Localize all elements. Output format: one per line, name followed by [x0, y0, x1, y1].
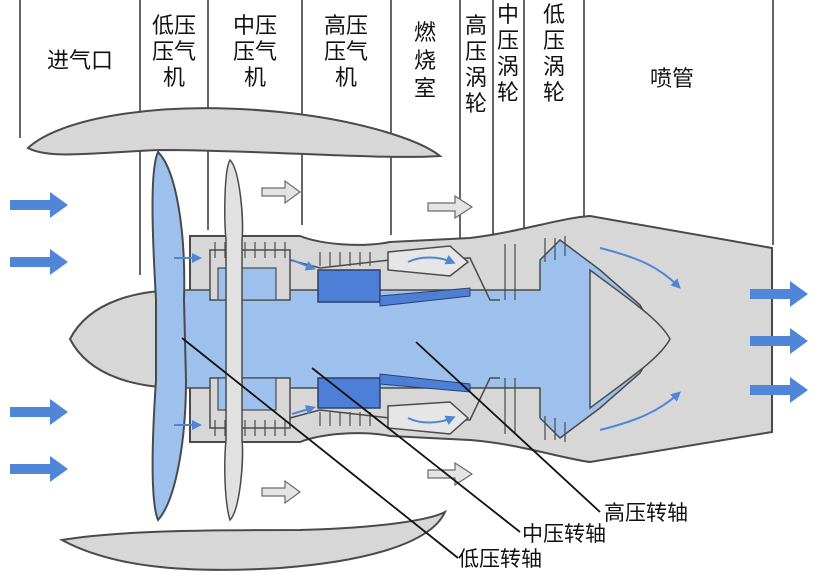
label-low-shaft: 低压转轴 — [458, 547, 542, 571]
zone-label-hpt: 轮 — [465, 92, 487, 117]
bypass-arrows — [261, 179, 474, 505]
leader-lines — [181, 337, 601, 559]
zone-label-ipc: 中压 — [233, 14, 277, 39]
zone-label-combustor: 室 — [414, 77, 436, 102]
zone-label-hpc: 机 — [335, 66, 357, 91]
zone-label-lpt: 压 — [543, 29, 565, 54]
label-high-shaft: 高压转轴 — [604, 501, 688, 525]
zone-label-hpc: 压气 — [324, 40, 368, 65]
nacelle-bottom — [58, 509, 448, 571]
stator-vane — [224, 158, 244, 522]
zone-label-lpc: 压气 — [152, 40, 196, 65]
zone-label-lpt: 涡 — [543, 55, 565, 80]
zone-label-ipt: 轮 — [497, 81, 519, 106]
zone-label-hpt: 涡 — [465, 66, 487, 91]
zone-label-combustor: 烧 — [414, 49, 436, 74]
zone-label-lpt: 低 — [543, 3, 565, 28]
hp-spool-top — [317, 269, 381, 303]
zone-label-lpt: 轮 — [543, 81, 565, 106]
zone-label-lpc: 低压 — [152, 14, 196, 39]
zone-label-ipc: 机 — [244, 66, 266, 91]
zone-label-hpt: 高 — [465, 14, 487, 39]
combustor-top — [387, 245, 470, 277]
zone-label-hpc: 高压 — [324, 14, 368, 39]
zone-dividers — [19, 0, 774, 275]
blade-rows-bottom — [214, 378, 566, 442]
zone-label-hpt: 压 — [465, 40, 487, 65]
exhaust-arrows — [750, 281, 808, 403]
zone-label-ipt: 涡 — [497, 55, 519, 80]
zone-label-inlet: 进气口 — [47, 49, 113, 74]
label-intermediate-shaft: 中压转轴 — [522, 522, 606, 546]
fan-blade — [151, 150, 188, 522]
core-flow-arrows — [174, 247, 681, 431]
hp-shaft-link-top — [379, 287, 471, 307]
nacelle-top — [26, 107, 443, 158]
zone-label-lpc: 机 — [163, 66, 185, 91]
blade-rows-top — [214, 236, 566, 300]
tail-cone — [589, 268, 671, 410]
zone-label-ipt: 压 — [497, 29, 519, 54]
zone-label-combustor: 燃 — [414, 21, 436, 46]
intake-arrows — [10, 192, 68, 482]
hp-shaft-link-bottom — [379, 373, 471, 393]
zone-label-ipt: 中 — [497, 3, 519, 28]
hp-spool-bottom — [317, 377, 381, 409]
combustor-bottom — [387, 401, 470, 435]
zone-label-nozzle: 喷管 — [650, 67, 694, 92]
zone-label-ipc: 压气 — [233, 40, 277, 65]
